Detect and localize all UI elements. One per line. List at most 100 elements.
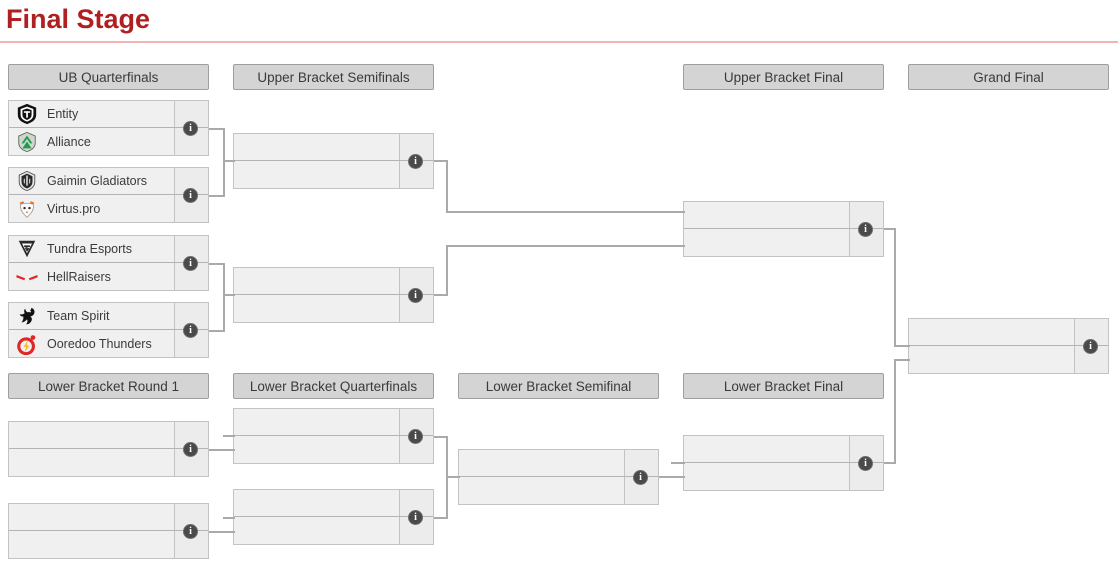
match-row-bottom[interactable]: Virtus.pro	[9, 195, 208, 222]
match-row-bottom[interactable]	[234, 436, 433, 463]
match-lower-bracket-semifinal[interactable]: i	[458, 449, 659, 505]
match-ub-quarterfinal-1[interactable]: Entity Alliance i	[8, 100, 209, 156]
connector	[884, 462, 896, 464]
ooredoo-thunders-logo	[9, 330, 45, 357]
connector	[209, 531, 235, 533]
alliance-logo-glyph	[18, 131, 36, 152]
round-header-label: Grand Final	[973, 69, 1044, 85]
match-row-top[interactable]: Entity	[9, 101, 208, 128]
match-info-icon[interactable]: i	[408, 154, 423, 169]
match-info-icon[interactable]: i	[858, 222, 873, 237]
match-row-top[interactable]	[459, 450, 658, 477]
match-info-icon[interactable]: i	[183, 524, 198, 539]
match-info-icon[interactable]: i	[633, 470, 648, 485]
match-info-icon[interactable]: i	[183, 121, 198, 136]
match-row-bottom[interactable]: HellRaisers	[9, 263, 208, 290]
match-row-top[interactable]: Gaimin Gladiators	[9, 168, 208, 195]
match-row-bottom[interactable]	[684, 229, 883, 256]
connector	[894, 359, 910, 361]
connector	[223, 435, 235, 437]
match-row-top[interactable]	[684, 202, 883, 229]
match-row-bottom[interactable]	[9, 531, 208, 558]
connector	[446, 160, 448, 212]
match-row-top[interactable]	[684, 436, 883, 463]
round-header-upper-bracket-final[interactable]: Upper Bracket Final	[683, 64, 884, 90]
match-row-top[interactable]	[234, 409, 433, 436]
connector	[223, 517, 235, 519]
round-header-lower-bracket-final[interactable]: Lower Bracket Final	[683, 373, 884, 399]
round-header-grand-final[interactable]: Grand Final	[908, 64, 1109, 90]
match-upper-bracket-final[interactable]: i	[683, 201, 884, 257]
match-row-top[interactable]	[909, 319, 1108, 346]
round-header-lower-bracket-round-1[interactable]: Lower Bracket Round 1	[8, 373, 209, 399]
round-header-label: Lower Bracket Final	[723, 378, 844, 394]
team-name: Ooredoo Thunders	[47, 336, 152, 351]
hellraisers-logo	[9, 263, 45, 290]
match-info-icon[interactable]: i	[183, 323, 198, 338]
match-row-top[interactable]: Tundra Esports	[9, 236, 208, 263]
match-info-icon[interactable]: i	[183, 188, 198, 203]
connector	[209, 128, 225, 130]
match-row-bottom[interactable]	[234, 295, 433, 322]
match-row-bottom[interactable]	[909, 346, 1108, 373]
match-row-top[interactable]	[234, 268, 433, 295]
match-info-icon[interactable]: i	[408, 429, 423, 444]
match-row-top[interactable]: Team Spirit	[9, 303, 208, 330]
alliance-logo	[9, 128, 45, 155]
round-header-ub-quarterfinals[interactable]: UB Quarterfinals	[8, 64, 209, 90]
team-name: Gaimin Gladiators	[47, 174, 148, 188]
round-header-lower-bracket-quarterfinals[interactable]: Lower Bracket Quarterfinals	[233, 373, 434, 399]
match-lower-bracket-round-1-b[interactable]: i	[8, 503, 209, 559]
match-info-icon[interactable]: i	[408, 288, 423, 303]
connector	[894, 360, 896, 463]
match-row-bottom[interactable]	[459, 477, 658, 504]
match-ub-quarterfinal-3[interactable]: Tundra Esports HellRaisers i	[8, 235, 209, 291]
connector	[209, 195, 225, 197]
connector	[434, 294, 448, 296]
match-info-icon[interactable]: i	[858, 456, 873, 471]
match-ub-semifinal-2[interactable]: i	[233, 267, 434, 323]
match-lower-bracket-quarterfinal-1[interactable]: i	[233, 408, 434, 464]
connector	[894, 345, 910, 347]
match-row-top[interactable]	[9, 422, 208, 449]
match-row-bottom[interactable]: Ooredoo Thunders	[9, 330, 208, 357]
connector	[446, 436, 448, 477]
match-info-icon[interactable]: i	[183, 442, 198, 457]
connector	[223, 263, 225, 296]
connector	[446, 245, 448, 295]
round-header-upper-bracket-semifinals[interactable]: Upper Bracket Semifinals	[233, 64, 434, 90]
match-info-icon[interactable]: i	[1083, 339, 1098, 354]
tundra-esports-logo-glyph	[18, 240, 36, 258]
gaimin-gladiators-logo	[9, 168, 45, 194]
connector	[434, 160, 448, 162]
match-row-bottom[interactable]	[234, 161, 433, 188]
connector	[209, 330, 225, 332]
team-name: HellRaisers	[47, 269, 111, 284]
match-lower-bracket-round-1-a[interactable]: i	[8, 421, 209, 477]
connector	[223, 294, 235, 296]
round-header-label: Lower Bracket Round 1	[37, 378, 180, 394]
match-row-top[interactable]	[234, 490, 433, 517]
match-ub-quarterfinal-4[interactable]: Team Spirit Ooredoo Thunders i	[8, 302, 209, 358]
round-header-lower-bracket-semifinal[interactable]: Lower Bracket Semifinal	[458, 373, 659, 399]
match-info-icon[interactable]: i	[183, 256, 198, 271]
connector	[894, 228, 896, 347]
match-lower-bracket-final[interactable]: i	[683, 435, 884, 491]
match-row-top[interactable]	[9, 504, 208, 531]
connector	[223, 128, 225, 162]
match-grand-final[interactable]: i	[908, 318, 1109, 374]
match-row-bottom[interactable]	[684, 463, 883, 490]
connector	[446, 211, 685, 213]
match-row-bottom[interactable]	[9, 449, 208, 476]
match-row-top[interactable]	[234, 134, 433, 161]
match-lower-bracket-quarterfinal-2[interactable]: i	[233, 489, 434, 545]
match-row-bottom[interactable]: Alliance	[9, 128, 208, 155]
match-ub-quarterfinal-2[interactable]: Gaimin Gladiators Virtus.pro i	[8, 167, 209, 223]
match-row-bottom[interactable]	[234, 517, 433, 544]
match-ub-semifinal-1[interactable]: i	[233, 133, 434, 189]
team-spirit-logo	[9, 303, 45, 329]
team-name: Team Spirit	[47, 309, 110, 323]
connector	[884, 228, 896, 230]
match-info-icon[interactable]: i	[408, 510, 423, 525]
team-score	[174, 263, 208, 290]
